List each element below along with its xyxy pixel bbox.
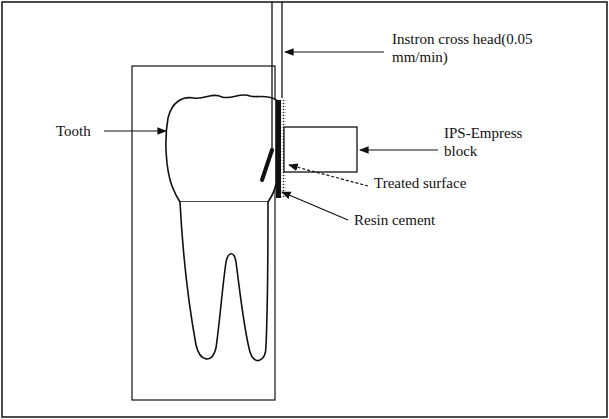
leader-arrow <box>104 130 166 131</box>
ips-empress-block <box>284 127 357 172</box>
resin-cement-layer <box>276 100 281 198</box>
part-label: Tooth <box>56 122 102 140</box>
tooth-roots <box>180 202 268 361</box>
leader-arrow <box>360 149 438 150</box>
leader-arrow <box>289 165 368 186</box>
crosshead-blade <box>262 150 272 180</box>
leader-arrow <box>282 192 348 220</box>
part-label: Instron cross head(0.05 mm/min) <box>392 30 542 66</box>
crosshead-rod <box>281 2 282 98</box>
part-label: IPS-Empress block <box>444 124 544 160</box>
mounting-block <box>132 66 275 400</box>
tooth-crown <box>166 95 276 202</box>
crosshead-rod <box>271 2 272 150</box>
part-label: Treated surface <box>374 174 504 192</box>
part-label: Resin cement <box>354 211 474 229</box>
leader-arrow <box>285 51 384 52</box>
